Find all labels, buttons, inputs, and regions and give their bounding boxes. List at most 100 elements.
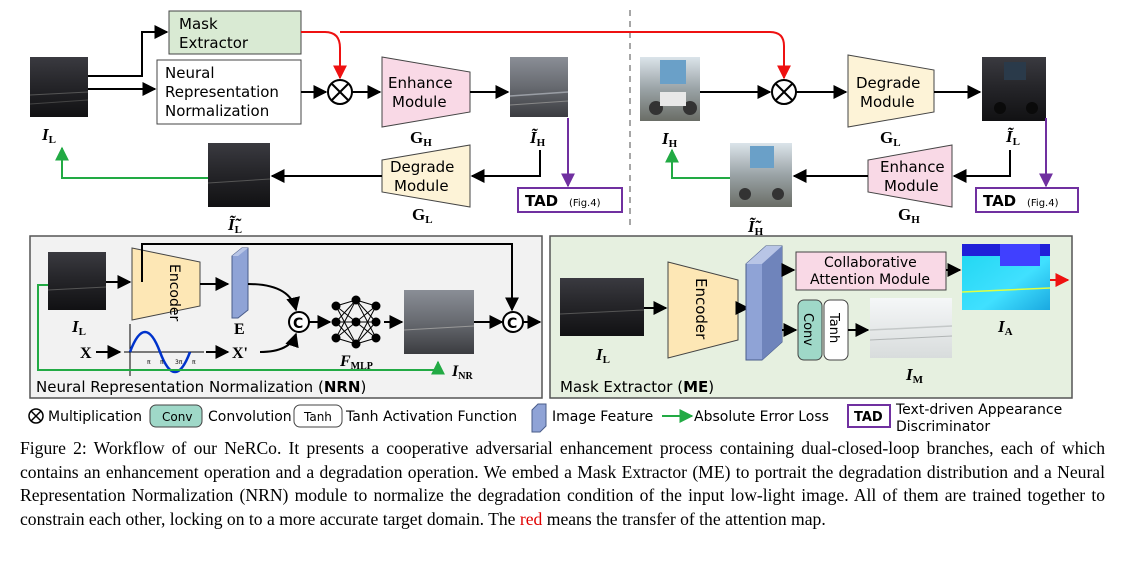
label-gl-right: GL — [880, 128, 901, 149]
enhance-module-right-line1: Enhance — [880, 158, 945, 176]
nrn-label-xprime: X' — [232, 345, 248, 362]
me-label-il: IL — [595, 345, 610, 366]
green-loss-arrow-left — [55, 146, 208, 179]
top-left-branch: IL Mask Extractor Neural Representation … — [29, 10, 623, 236]
label-gh-left: GH — [410, 128, 432, 149]
nrn-box-line2: Representation — [165, 83, 279, 101]
me-conv-box — [797, 299, 823, 361]
nrn-concat-1-label: C — [293, 316, 303, 332]
nrn-box — [156, 59, 302, 125]
legend-tad-text-line2: Discriminator — [896, 419, 990, 435]
enhance-module-right — [867, 144, 953, 208]
me-encoder — [667, 261, 739, 359]
input-image-ih — [640, 57, 700, 121]
red-arrow-mask-to-multiply-left — [301, 31, 347, 80]
enhanced-image-ih — [509, 57, 569, 117]
legend-conv-box — [149, 404, 203, 428]
nrn-panel-title: Neural Representation Normalization (NRN… — [36, 378, 366, 396]
legend-abs-loss: Absolute Error Loss — [694, 409, 829, 425]
arrow-ih-to-degrade — [470, 150, 541, 183]
label-ih: IH — [661, 129, 678, 150]
nrn-feature-e — [231, 247, 249, 319]
mask-extractor-line1: Mask — [179, 15, 218, 33]
legend-convolution: Convolution — [208, 409, 292, 425]
reconstructed-image-ih — [730, 143, 792, 207]
label-tilde-tilde-ih: Ĩ̃H — [747, 217, 764, 238]
me-cam-line1: Collaborative — [824, 255, 917, 271]
tad-box-right — [975, 187, 1079, 213]
enhance-module-left — [381, 56, 471, 128]
workflow-diagram: IL Mask Extractor Neural Representation … — [28, 10, 1079, 435]
nrn-label-fmlp: FMLP — [339, 353, 373, 372]
me-label-im: IM — [905, 365, 924, 386]
nrn-box-line3: Normalization — [165, 102, 269, 120]
me-label-ia: IA — [997, 317, 1013, 338]
mask-extractor-line2: Extractor — [179, 34, 249, 52]
me-encoder-label: Encoder — [692, 278, 710, 340]
nrn-encoder — [131, 247, 201, 321]
mask-extractor-box — [168, 10, 302, 55]
tad-label-left: TAD — [525, 192, 558, 210]
nrn-arrow-e-to-concat — [247, 283, 300, 312]
degrade-module-right — [847, 54, 935, 128]
me-panel: IL Encoder Collaborative Attention Modul… — [549, 235, 1073, 399]
nrn-label-inr: INR — [451, 363, 473, 382]
legend-multiplication: Multiplication — [48, 409, 142, 425]
arrow-il-to-enhance — [952, 150, 1011, 183]
enhance-module-left-line2: Module — [392, 93, 447, 111]
svg-text:π: π — [160, 359, 164, 366]
input-image-il — [29, 57, 89, 117]
degraded-image-il — [982, 57, 1046, 121]
legend-image-feature: Image Feature — [552, 409, 653, 425]
nrn-label-il: IL — [71, 317, 86, 338]
tad-label-right: TAD — [983, 192, 1016, 210]
legend-tanh-text: Tanh Activation Function — [345, 409, 517, 425]
nrn-concat-2-label: C — [507, 316, 517, 332]
tad-box-left — [517, 187, 623, 213]
nrn-mlp-network — [331, 295, 381, 349]
legend-tad-text-line1: Text-driven Appearance — [895, 402, 1062, 418]
nrn-label-x: X — [80, 345, 92, 362]
caption-text-2: means the transfer of the attention map. — [542, 508, 826, 529]
degrade-module-left-line2: Module — [394, 177, 449, 195]
nrn-label-e: E — [234, 321, 245, 338]
label-il: IL — [41, 125, 56, 146]
legend-feature-icon — [531, 403, 547, 433]
legend-tad-box-label: TAD — [854, 410, 883, 425]
nrn-green-loss-arrow — [37, 284, 445, 375]
figure-caption: Figure 2: Workflow of our NeRCo. It pres… — [20, 437, 1105, 531]
me-conv-label: Conv — [800, 313, 815, 346]
legend-tanh-box-label: Tanh — [303, 410, 332, 424]
me-attention-image — [961, 244, 1051, 310]
caption-red-word: red — [519, 508, 543, 529]
me-cam-line2: Attention Module — [810, 272, 930, 288]
label-tilde-il: ĨL — [1005, 127, 1020, 148]
label-gl-left: GL — [412, 205, 433, 226]
svg-text:π: π — [192, 359, 196, 366]
arrow-input-to-mask — [88, 25, 169, 77]
reconstructed-image-il — [207, 143, 271, 207]
nrn-box-line1: Neural — [165, 64, 214, 82]
legend: Multiplication Conv Convolution Tanh Tan… — [28, 402, 1062, 435]
degrade-module-right-line1: Degrade — [856, 74, 920, 92]
nrn-encoder-label: Encoder — [166, 264, 182, 321]
degrade-module-right-line2: Module — [860, 93, 915, 111]
nrn-output-image — [403, 290, 475, 354]
label-tilde-tilde-il: Ĩ̃L — [227, 215, 242, 236]
red-arrow-mask-to-multiply-right — [340, 31, 791, 80]
me-tanh-label: Tanh — [826, 312, 841, 343]
degrade-module-left — [381, 144, 471, 208]
legend-conv-box-label: Conv — [162, 410, 192, 424]
me-panel-title: Mask Extractor (ME) — [560, 378, 714, 396]
tad-ref-left: (Fig.4) — [569, 198, 601, 209]
nrn-input-image — [47, 252, 107, 310]
tad-ref-right: (Fig.4) — [1027, 198, 1059, 209]
label-gh-right: GH — [898, 205, 920, 226]
caption-text-1: Figure 2: Workflow of our NeRCo. It pres… — [20, 438, 1105, 529]
me-input-image — [559, 278, 645, 336]
degrade-module-left-line1: Degrade — [390, 158, 454, 176]
nrn-sine-plot: π π 3π π — [124, 324, 204, 376]
me-cam-box — [795, 251, 947, 291]
green-loss-arrow-right — [665, 148, 730, 179]
me-mask-image — [869, 298, 953, 358]
